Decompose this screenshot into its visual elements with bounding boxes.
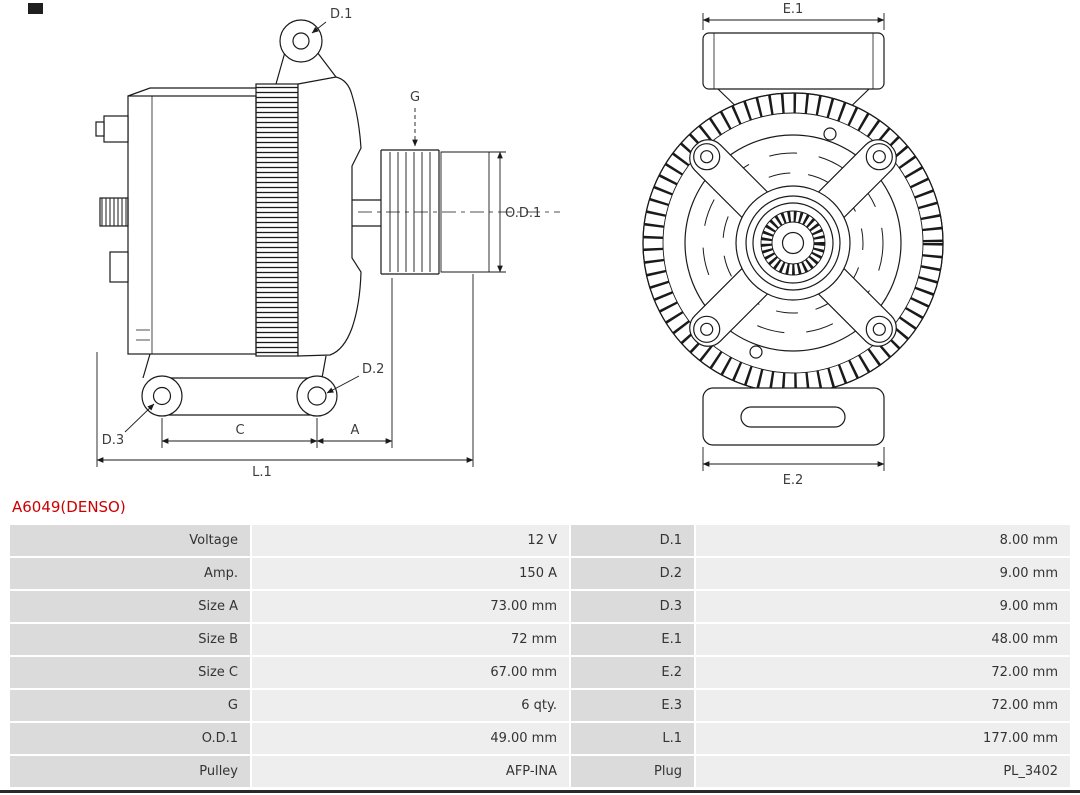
alternator-front-view: E.1 E.2 — [642, 0, 944, 488]
spec-label: Pulley — [10, 756, 250, 787]
spec-label: Size B — [10, 624, 250, 655]
spec-label: E.2 — [571, 657, 694, 688]
dim-label-od1: O.D.1 — [505, 206, 541, 221]
spec-label: Plug — [571, 756, 694, 787]
dim-label-g: G — [410, 90, 420, 105]
dim-label-a: A — [351, 423, 360, 438]
part-number: A6049(DENSO) — [12, 498, 126, 516]
side-view-dimensions — [96, 21, 506, 467]
dim-label-d3: D.3 — [102, 433, 124, 448]
spec-label: Amp. — [10, 558, 250, 589]
spec-value: 9.00 mm — [696, 591, 1070, 622]
spec-value: AFP-INA — [252, 756, 569, 787]
spec-value: 72.00 mm — [696, 657, 1070, 688]
spec-label: G — [10, 690, 250, 721]
spec-label: O.D.1 — [10, 723, 250, 754]
spec-value: 177.00 mm — [696, 723, 1070, 754]
spec-value: 72.00 mm — [696, 690, 1070, 721]
technical-diagram: D.1 G O.D.1 D.2 D.3 C A L.1 — [95, 0, 944, 488]
spec-label: Size A — [10, 591, 250, 622]
spec-label: E.1 — [571, 624, 694, 655]
spec-value: 49.00 mm — [252, 723, 569, 754]
spec-value: 72 mm — [252, 624, 569, 655]
spec-value: 8.00 mm — [696, 525, 1070, 556]
spec-value: 150 A — [252, 558, 569, 589]
spec-label: D.2 — [571, 558, 694, 589]
spec-label: Voltage — [10, 525, 250, 556]
dim-label-e2: E.2 — [783, 473, 804, 488]
dim-label-d1: D.1 — [330, 7, 352, 22]
spec-label: D.1 — [571, 525, 694, 556]
spec-value: 48.00 mm — [696, 624, 1070, 655]
corner-artifact — [28, 3, 43, 14]
spec-label: Size C — [10, 657, 250, 688]
spec-value: 9.00 mm — [696, 558, 1070, 589]
spec-label: D.3 — [571, 591, 694, 622]
spec-value: 12 V — [252, 525, 569, 556]
bottom-divider — [0, 790, 1080, 793]
dim-label-l1: L.1 — [252, 465, 272, 480]
spec-value: PL_3402 — [696, 756, 1070, 787]
spec-value: 6 qty. — [252, 690, 569, 721]
spec-value: 67.00 mm — [252, 657, 569, 688]
front-view-dimensions — [702, 13, 885, 471]
dim-label-e1: E.1 — [783, 2, 804, 17]
dim-label-c: C — [235, 423, 244, 438]
dim-label-d2: D.2 — [362, 362, 384, 377]
spec-label: E.3 — [571, 690, 694, 721]
alternator-side-view: D.1 G O.D.1 D.2 D.3 C A L.1 — [95, 7, 560, 480]
spec-value: 73.00 mm — [252, 591, 569, 622]
spec-label: L.1 — [571, 723, 694, 754]
